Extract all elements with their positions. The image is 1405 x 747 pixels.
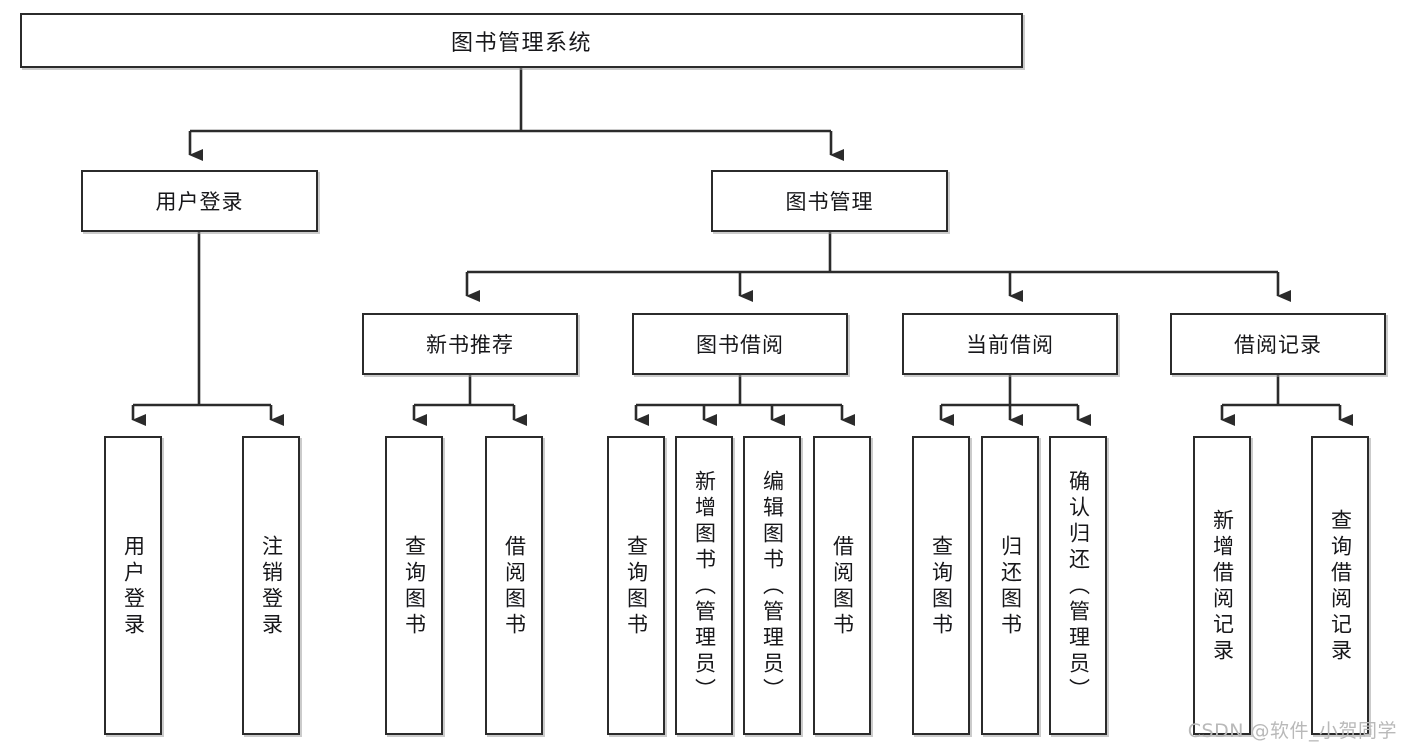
node-label: 图书借阅 xyxy=(696,333,784,357)
node-label: 图书管理系统 xyxy=(450,30,592,56)
node-label: 查询图书 xyxy=(929,534,954,639)
node-label: 借阅记录 xyxy=(1234,333,1322,357)
leaf-query-book-borrow[interactable]: 查询图书 xyxy=(607,436,665,735)
leaf-borrow-book-recommend[interactable]: 借阅图书 xyxy=(485,436,543,735)
node-label: 编辑图书（管理员） xyxy=(760,469,785,704)
node-label: 图书管理 xyxy=(785,190,874,214)
node-label: 用户登录 xyxy=(155,190,244,214)
node-new-book-recommend[interactable]: 新书推荐 xyxy=(362,313,578,375)
node-borrow-record[interactable]: 借阅记录 xyxy=(1170,313,1386,375)
node-label: 归还图书 xyxy=(998,534,1023,639)
leaf-add-borrow-record[interactable]: 新增借阅记录 xyxy=(1193,436,1251,735)
node-label: 用户登录 xyxy=(121,534,146,639)
node-book-borrow[interactable]: 图书借阅 xyxy=(632,313,848,375)
node-label: 确认归还（管理员） xyxy=(1066,469,1091,704)
node-label: 新书推荐 xyxy=(426,333,514,357)
leaf-add-book-admin[interactable]: 新增图书（管理员） xyxy=(675,436,733,735)
leaf-query-book-recommend[interactable]: 查询图书 xyxy=(385,436,443,735)
leaf-user-login[interactable]: 用户登录 xyxy=(104,436,162,735)
node-label: 查询借阅记录 xyxy=(1328,508,1353,665)
node-label: 借阅图书 xyxy=(502,534,527,639)
node-label: 注销登录 xyxy=(259,534,284,639)
node-user-login[interactable]: 用户登录 xyxy=(81,170,318,232)
leaf-query-book-current[interactable]: 查询图书 xyxy=(912,436,970,735)
leaf-edit-book-admin[interactable]: 编辑图书（管理员） xyxy=(743,436,801,735)
leaf-return-book[interactable]: 归还图书 xyxy=(981,436,1039,735)
node-label: 当前借阅 xyxy=(966,333,1054,357)
node-label: 新增借阅记录 xyxy=(1210,508,1235,665)
node-label: 借阅图书 xyxy=(830,534,855,639)
node-label: 查询图书 xyxy=(402,534,427,639)
node-current-borrow[interactable]: 当前借阅 xyxy=(902,313,1118,375)
node-book-management[interactable]: 图书管理 xyxy=(711,170,948,232)
node-root-system[interactable]: 图书管理系统 xyxy=(20,13,1023,68)
node-label: 新增图书（管理员） xyxy=(692,469,717,704)
leaf-query-borrow-record[interactable]: 查询借阅记录 xyxy=(1311,436,1369,735)
node-label: 查询图书 xyxy=(624,534,649,639)
leaf-user-logout[interactable]: 注销登录 xyxy=(242,436,300,735)
leaf-confirm-return-admin[interactable]: 确认归还（管理员） xyxy=(1049,436,1107,735)
leaf-borrow-book[interactable]: 借阅图书 xyxy=(813,436,871,735)
